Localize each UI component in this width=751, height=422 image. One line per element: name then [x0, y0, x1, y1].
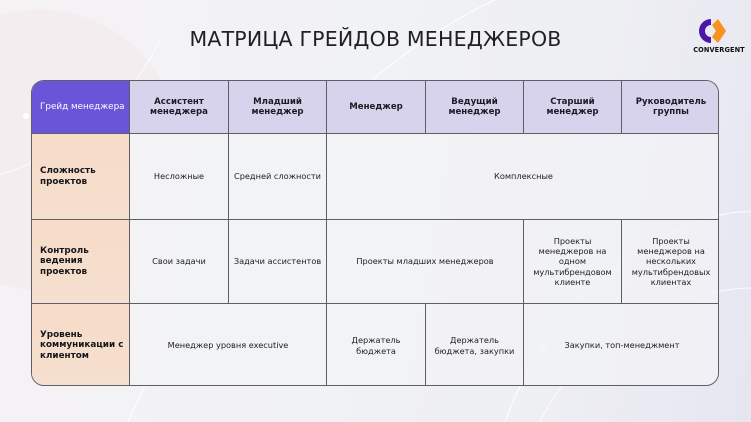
column-header-lead: Ведущий менеджер — [426, 81, 524, 134]
table-cell: Держатель бюджета — [327, 304, 426, 385]
row-header-client-communication: Уровень коммуникации с клиентом — [32, 304, 130, 385]
table-cell: Задачи ассистентов — [229, 220, 327, 304]
table-cell: Свои задачи — [130, 220, 229, 304]
column-header-junior: Младший менеджер — [229, 81, 327, 134]
page-title: МАТРИЦА ГРЕЙДОВ МЕНЕДЖЕРОВ — [189, 27, 562, 51]
convergent-logo: CONVERGENT — [688, 17, 748, 57]
table-cell: Держатель бюджета, закупки — [426, 304, 524, 385]
table-cell: Проекты менеджеров на одном мультибрендо… — [524, 220, 622, 304]
logo-text: CONVERGENT — [693, 46, 745, 54]
table-cell: Несложные — [130, 134, 229, 220]
table-cell: Менеджер уровня executive — [130, 304, 327, 385]
row-header-complexity: Сложность проектов — [32, 134, 130, 220]
corner-header: Грейд менеджера — [32, 81, 130, 134]
grade-matrix-table: Грейд менеджера Ассистент менеджера Млад… — [31, 80, 719, 386]
column-header-manager: Менеджер — [327, 81, 426, 134]
table-cell: Проекты менеджеров на нескольких мультиб… — [622, 220, 718, 304]
table-cell: Проекты младших менеджеров — [327, 220, 524, 304]
table-cell: Средней сложности — [229, 134, 327, 220]
convergent-logo-icon — [699, 19, 726, 43]
table-cell: Закупки, топ-менеджмент — [524, 304, 718, 385]
column-header-group-head: Руководитель группы — [622, 81, 718, 134]
row-header-project-control: Контроль ведения проектов — [32, 220, 130, 304]
column-header-assistant: Ассистент менеджера — [130, 81, 229, 134]
table-cell: Комплексные — [327, 134, 718, 220]
column-header-senior: Старший менеджер — [524, 81, 622, 134]
